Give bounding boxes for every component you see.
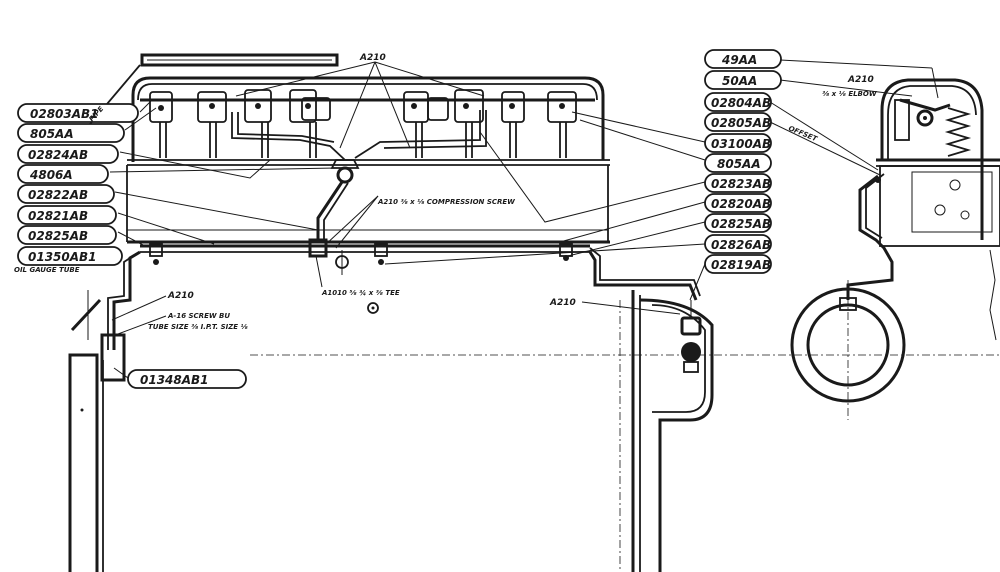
svg-text:01348AB1: 01348AB1 — [140, 373, 209, 387]
note-a210-left: A210 — [167, 291, 194, 301]
left-column — [68, 250, 141, 572]
svg-text:03100AB: 03100AB — [711, 137, 771, 151]
tag-02803ab1: 02803AB1 — [17, 103, 139, 123]
tag-02804ab: 02804AB — [704, 92, 772, 112]
tag-805aa-right: 805AA — [704, 153, 772, 173]
note-oil-gauge-tube: OIL GAUGE TUBE — [14, 266, 80, 274]
tag-02805ab: 02805AB — [704, 112, 772, 132]
note-a210-mid: A210 — [549, 298, 576, 308]
svg-text:02825AB: 02825AB — [28, 229, 88, 243]
note-tee: A1010 ⅝ ¾ x ⅜ TEE — [321, 289, 400, 297]
tag-50aa: 50AA — [704, 70, 782, 90]
leader-lines — [109, 59, 939, 379]
svg-text:02805AB: 02805AB — [711, 116, 771, 130]
tag-02826ab: 02826AB — [704, 234, 772, 254]
tag-49aa: 49AA — [704, 49, 782, 69]
tag-02823ab: 02823AB — [704, 173, 772, 193]
tag-02825ab-right: 02825AB — [704, 213, 772, 233]
tag-02825ab-left: 02825AB — [17, 225, 117, 245]
tag-02822ab: 02822AB — [17, 184, 115, 204]
svg-text:805AA: 805AA — [30, 127, 74, 141]
engine-block — [126, 76, 610, 314]
center-lines — [250, 280, 1000, 572]
note-a210-right: A210 — [847, 75, 874, 85]
svg-text:02824AB: 02824AB — [28, 148, 88, 162]
note-screw-line1: A-16 SCREW BU — [167, 312, 230, 320]
tag-02820ab: 02820AB — [704, 193, 772, 213]
rocker-assembly-right — [403, 89, 577, 158]
note-elbow: ⅜ x ⅛ ELBOW — [822, 90, 877, 98]
tag-01348ab1: 01348AB1 — [127, 369, 247, 389]
svg-text:01350AB1: 01350AB1 — [28, 250, 97, 264]
svg-text:02819AB: 02819AB — [711, 258, 771, 272]
tag-805aa-left: 805AA — [17, 123, 125, 143]
svg-text:02804AB: 02804AB — [711, 96, 771, 110]
tag-02821ab: 02821AB — [17, 205, 117, 225]
svg-text:805AA: 805AA — [717, 157, 761, 171]
svg-text:49AA: 49AA — [721, 53, 757, 67]
tag-02824ab: 02824AB — [17, 144, 119, 164]
tag-4806a: 4806A — [17, 164, 109, 184]
svg-text:02822AB: 02822AB — [28, 188, 88, 202]
note-a210-top: A210 — [359, 53, 386, 63]
svg-text:02820AB: 02820AB — [711, 197, 771, 211]
svg-text:02803AB1: 02803AB1 — [30, 107, 99, 121]
note-screw-line2: TUBE SIZE ⅜ I.P.T. SIZE ⅛ — [148, 323, 249, 331]
rocker-assembly-left — [149, 89, 331, 158]
note-compression-screw: A210 ⅜ x ⅛ COMPRESSION SCREW — [377, 198, 515, 206]
svg-text:02826AB: 02826AB — [711, 238, 771, 252]
right-housing — [588, 247, 714, 572]
svg-text:4806A: 4806A — [29, 168, 73, 182]
svg-text:02825AB: 02825AB — [711, 217, 771, 231]
pipe-bar — [84, 53, 339, 131]
tag-03100ab: 03100AB — [704, 133, 772, 153]
tag-01350ab1: 01350AB1 — [17, 246, 123, 266]
tag-02819ab: 02819AB — [704, 254, 772, 274]
svg-text:02823AB: 02823AB — [711, 177, 771, 191]
svg-text:50AA: 50AA — [722, 74, 757, 88]
side-view — [790, 78, 1000, 403]
svg-text:02821AB: 02821AB — [28, 209, 88, 223]
note-offset: OFFSET — [787, 124, 819, 143]
